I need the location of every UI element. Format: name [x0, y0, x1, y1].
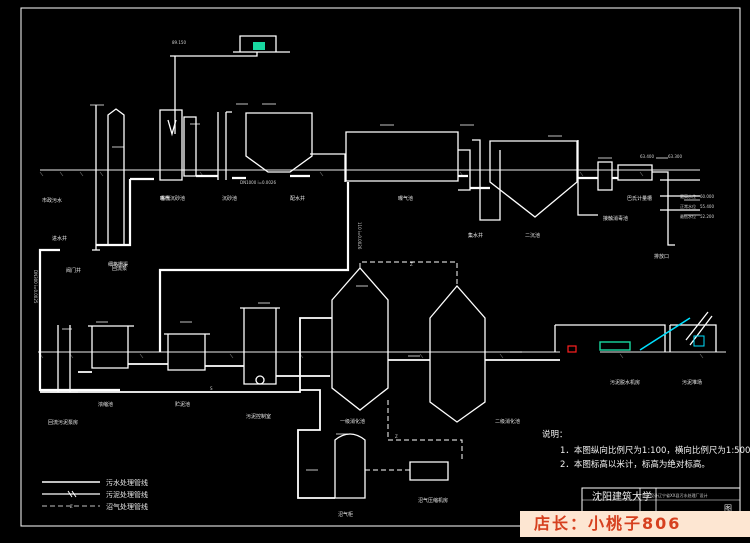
legend-label-sludge: 污泥处理管线: [106, 490, 148, 499]
label-reflux-pump: 回流泵: [112, 265, 127, 272]
legend-label-sewage: 污水处理管线: [106, 478, 148, 487]
label-sludge-yard: 污泥堆场: [682, 379, 702, 386]
label-elev-r4: 55.400: [700, 204, 714, 209]
title-block: 沈阳建筑大学 毕业设计 辽宁省XX县污水处理厂设计 图: [581, 487, 741, 527]
label-elev-r2: 63.300: [668, 154, 682, 159]
ground-lines: [38, 169, 726, 353]
label-uv: 巴氏计量槽: [627, 195, 652, 202]
label-grid-basin: 细格栅渠: [108, 261, 128, 268]
label-city-sewer: 市政污水: [42, 197, 62, 204]
label-slope-left: 110 i=0.0026: [357, 222, 362, 250]
truck-icon: [693, 335, 705, 347]
sludge-mark-1: S: [210, 386, 213, 391]
label-lvl3: 最低水位: [680, 213, 696, 219]
label-disinfect: 接触消毒池: [603, 215, 628, 222]
notes-title: 说明：: [542, 429, 568, 440]
label-outlet: 排放口: [654, 253, 669, 260]
label-inlet-well: 进水井: [52, 235, 67, 242]
watermark-banner: 店长：小桃子806: [520, 511, 750, 537]
notes: 说明： 1．本图纵向比例尺为1:100，横向比例尺为1:500。 2．本图标高以…: [542, 429, 750, 470]
label-pipe-spec: DN1000 i=0.0026: [240, 180, 276, 185]
conveyor-icon: [639, 317, 691, 351]
label-aeration: 曝气池: [398, 195, 413, 202]
label-digester1: 一级消化池: [340, 418, 365, 425]
gas-pipes: [359, 261, 463, 471]
legend-mark-gas: Z: [70, 504, 73, 509]
dewater-machine-icon: [599, 341, 631, 351]
sewage-pipes: [38, 174, 618, 392]
label-elev-r3: 60.000: [700, 194, 714, 199]
legend-label-gas: 沼气处理管线: [106, 502, 148, 511]
label-sludge-pump-room: 污泥控制室: [246, 413, 271, 420]
tb-col3: 辽宁省XX县污水处理厂设计: [658, 492, 707, 498]
gas-mark-2: Z: [395, 434, 398, 439]
label-gas-comp: 沼气压缩机房: [418, 497, 448, 504]
label-lift-well: 阀门井: [66, 267, 81, 274]
notes-line1: 1．本图纵向比例尺为1:100，横向比例尺为1:500。: [560, 445, 750, 456]
label-sludge-tank: 贮泥池: [175, 401, 190, 408]
label-sludge-return: 回流污泥泵房: [48, 419, 78, 426]
label-sand-basin: 沉砂池: [222, 195, 237, 202]
label-lvl2: 正常水位: [680, 203, 696, 209]
pump-icon: [253, 42, 265, 50]
equipment-accents: [253, 42, 705, 353]
tb-drawing: 图: [724, 504, 732, 513]
label-digester2: 二级消化池: [495, 418, 520, 425]
label-gas-holder: 沼气柜: [338, 511, 353, 518]
label-left-pipe-spec: DN300 i=0.0025: [33, 270, 38, 304]
label-distribution: 配水井: [290, 195, 305, 202]
legend: Z 污水处理管线 污泥处理管线 沼气处理管线: [42, 478, 148, 511]
label-grid-chamber: 格栅: [160, 195, 170, 202]
label-dewater: 污泥脱水机房: [610, 379, 640, 386]
label-collect: 集水井: [468, 232, 483, 239]
drawing-frame: [20, 7, 741, 527]
label-sec-clarifier: 二沉池: [525, 232, 540, 239]
tb-col2: 毕业设计: [642, 492, 658, 498]
bottom-row-structures: [50, 267, 717, 499]
structure-labels: 89.150 格栅 细格栅渠 沉砂池 曝气沉砂池 DN1000 i=0.0026…: [33, 40, 714, 518]
label-lvl1: 最高水位: [680, 193, 696, 199]
notes-line2: 2．本图标高以米计，标高为绝对标高。: [560, 459, 710, 470]
label-elev-r5: 52.200: [700, 214, 714, 219]
label-top-elev: 89.150: [172, 40, 186, 45]
label-primary-tank: 曝气沉砂池: [160, 195, 185, 202]
ground-hatch: [39, 171, 704, 359]
label-elev-right: 63.400: [640, 154, 654, 159]
sludge-pipes: [40, 317, 560, 499]
elevation-markers: [62, 103, 700, 471]
label-thickener: 浓缩池: [98, 401, 113, 408]
tb-university: 沈阳建筑大学: [592, 490, 652, 503]
pump-red-icon: [567, 345, 577, 353]
gas-mark-1: Z: [410, 262, 413, 267]
